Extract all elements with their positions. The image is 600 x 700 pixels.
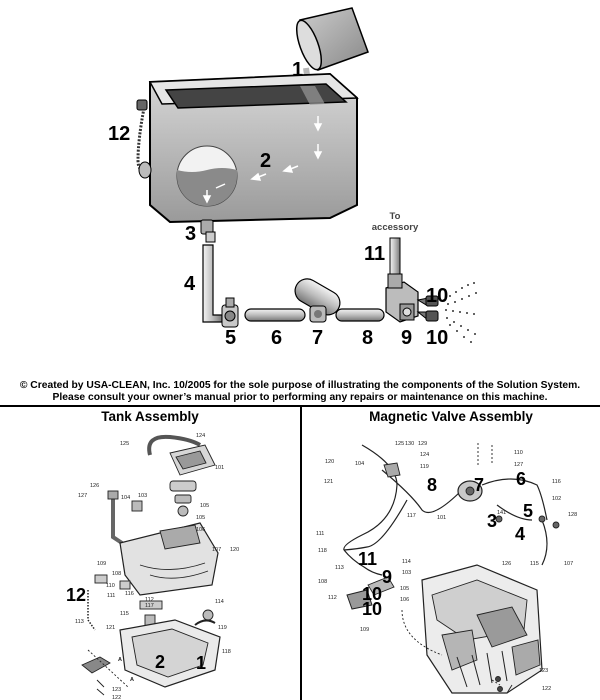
solution-tank-illustration [136, 72, 359, 224]
valve-callout-7: 7 [474, 475, 484, 495]
valve-part-141: 141 [497, 510, 506, 516]
callout-10-lower: 10 [426, 327, 448, 349]
part-117: 117 [145, 603, 154, 609]
callout-2: 2 [260, 150, 271, 172]
tank-assembly-diagram: 124 125 101 126 127 104 105 103 105 106 … [66, 433, 239, 700]
callout-3: 3 [185, 223, 196, 245]
part-112: 112 [145, 597, 154, 603]
plumbing-illustration [200, 219, 477, 343]
part-118: 118 [222, 649, 231, 655]
part-105b: 105 [196, 515, 205, 521]
magnetic-valve-assembly-diagram: 125 130 129 124 119 104 120 110 127 116 … [316, 441, 577, 694]
copyright-notice: © Created by USA-CLEAN, Inc. 10/2005 for… [0, 380, 600, 404]
valve-part-107: 107 [564, 561, 573, 567]
valve-part-111: 111 [316, 531, 324, 537]
part-126: 126 [90, 483, 99, 489]
valve-callout-6: 6 [516, 469, 526, 489]
valve-part-122: 122 [542, 686, 551, 692]
vertical-divider [300, 406, 302, 700]
callout-5: 5 [225, 327, 236, 349]
part-125: 125 [120, 441, 129, 447]
valve-part-102: 102 [552, 496, 561, 502]
valve-part-129: 129 [418, 441, 427, 447]
part-114: 114 [215, 599, 224, 605]
part-120: 120 [230, 547, 239, 553]
part-107: 107 [212, 547, 221, 553]
valve-part-120: 120 [325, 459, 334, 465]
valve-part-103: 103 [402, 570, 411, 576]
valve-part-106: 106 [400, 597, 409, 603]
valve-part-130: 130 [405, 441, 414, 447]
tank-callout-1: 1 [196, 653, 206, 673]
callout-11: 11 [364, 243, 385, 265]
magnetic-valve-assembly-title: Magnetic Valve Assembly [369, 409, 533, 424]
tank-callout-2: 2 [155, 652, 165, 672]
part-105: 105 [200, 503, 209, 509]
copyright-line-2: Please consult your owner’s manual prior… [52, 392, 548, 403]
part-127: 127 [78, 493, 87, 499]
valve-part-119: 119 [420, 464, 429, 470]
part-103: 103 [138, 493, 147, 499]
part-111: 111 [107, 593, 115, 599]
part-124: 124 [196, 433, 205, 439]
valve-part-121: 121 [324, 479, 333, 485]
part-122: 122 [112, 695, 121, 700]
valve-part-110: 110 [514, 450, 523, 456]
valve-part-118: 118 [318, 548, 327, 554]
letter-a-lower: A [130, 677, 134, 683]
valve-part-128: 128 [568, 512, 577, 518]
solution-system-diagram: 1 2 3 4 5 6 7 8 9 10 10 11 12 To accesso… [108, 7, 477, 349]
valve-part-116: 116 [552, 479, 561, 485]
valve-part-112: 112 [328, 595, 337, 601]
valve-callout-10-lower: 10 [362, 599, 382, 619]
valve-callout-9: 9 [382, 567, 392, 587]
callout-10-upper: 10 [426, 285, 448, 307]
to-accessory-line2: accessory [372, 222, 419, 233]
part-110: 110 [106, 583, 115, 589]
part-116: 116 [125, 591, 134, 597]
valve-callout-8: 8 [427, 475, 437, 495]
letter-a-upper: A [118, 657, 122, 663]
valve-part-125: 125 [395, 441, 404, 447]
valve-part-124: 124 [420, 452, 429, 458]
valve-part-104: 104 [355, 461, 364, 467]
part-108: 108 [112, 571, 121, 577]
callout-12: 12 [108, 123, 130, 145]
valve-part-126: 126 [502, 561, 511, 567]
part-101: 101 [215, 465, 224, 471]
valve-callout-10-upper: 10 [362, 584, 382, 604]
callout-8: 8 [362, 327, 373, 349]
to-accessory-line1: To [390, 211, 401, 222]
part-104: 104 [121, 495, 130, 501]
part-119: 119 [218, 625, 227, 631]
callout-1: 1 [292, 59, 303, 81]
valve-part-109: 109 [360, 627, 369, 633]
valve-part-105: 105 [400, 586, 409, 592]
valve-part-115: 115 [530, 561, 539, 567]
valve-part-108: 108 [318, 579, 327, 585]
valve-callout-11: 11 [358, 549, 377, 569]
callout-7: 7 [312, 327, 323, 349]
copyright-line-1: © Created by USA-CLEAN, Inc. 10/2005 for… [19, 380, 581, 391]
valve-part-127: 127 [514, 462, 523, 468]
part-115: 115 [120, 611, 129, 617]
tank-callout-12: 12 [66, 585, 86, 605]
part-121: 121 [106, 625, 115, 631]
callout-9: 9 [401, 327, 412, 349]
part-106: 106 [196, 527, 205, 533]
part-113: 113 [75, 619, 84, 625]
valve-part-113: 113 [335, 565, 344, 571]
callout-4: 4 [184, 273, 196, 295]
valve-callout-5: 5 [523, 501, 533, 521]
valve-callout-3: 3 [487, 511, 497, 531]
part-109: 109 [97, 561, 106, 567]
valve-part-114: 114 [402, 559, 411, 565]
part-123: 123 [112, 687, 121, 693]
valve-callout-4: 4 [515, 524, 525, 544]
valve-part-123: 123 [539, 668, 548, 674]
valve-part-101: 101 [437, 515, 446, 521]
callout-6: 6 [271, 327, 282, 349]
valve-part-117: 117 [407, 513, 416, 519]
tank-assembly-title: Tank Assembly [101, 409, 199, 424]
